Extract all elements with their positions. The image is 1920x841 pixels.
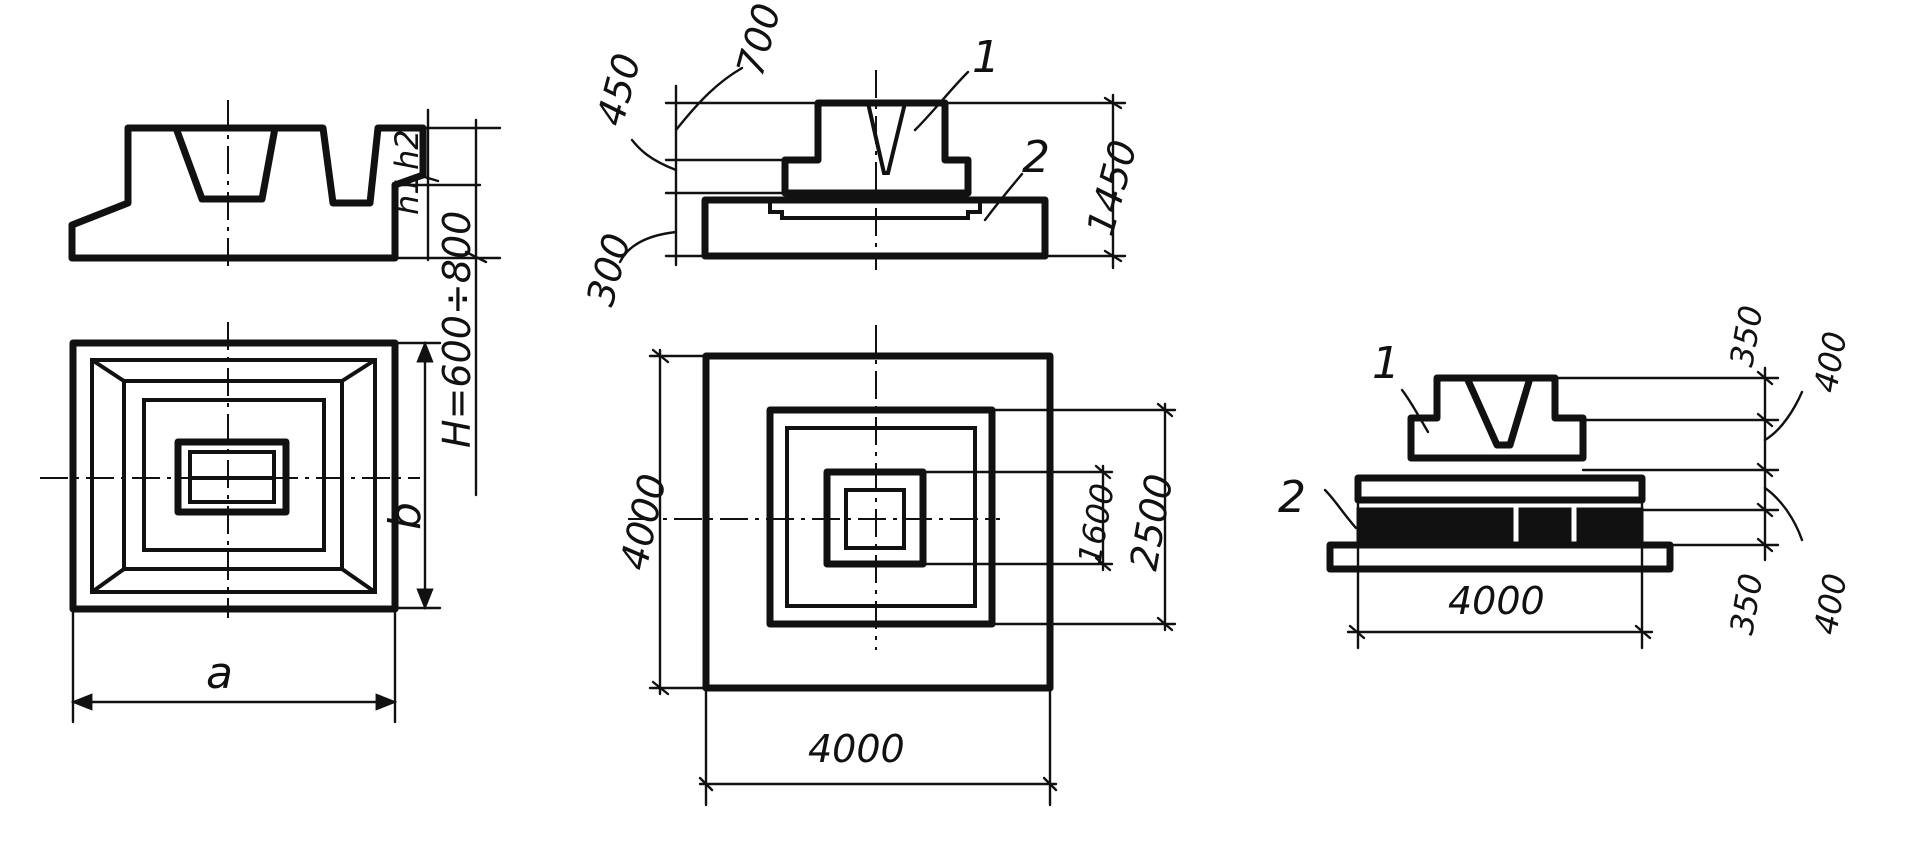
dim-2500: 2500 <box>1122 471 1182 574</box>
right-footing-section: 1 2 350 400 350 400 4000 <box>1278 303 1854 650</box>
middle-lower-slot <box>768 198 982 220</box>
left-footing-plan: a b H=600÷800 <box>40 211 479 724</box>
dim-b: b <box>380 502 431 530</box>
callout-1-right: 1 <box>1372 338 1400 389</box>
dim-4000-bottom: 4000 <box>808 727 905 771</box>
dim-1450: 1450 <box>1078 136 1146 241</box>
left-footing-section: h2 h1 <box>68 100 502 497</box>
dim-450: 450 <box>588 49 649 130</box>
dim-350-top: 350 <box>1722 303 1770 370</box>
right-slab-bottom <box>1326 541 1674 573</box>
right-upper-block <box>1407 374 1587 462</box>
right-slab-middle-left <box>1356 507 1514 547</box>
callout-2-right: 2 <box>1278 472 1306 523</box>
dim-1600: 1600 <box>1070 481 1122 568</box>
right-upper-socket <box>1463 374 1534 449</box>
left-plan-socket <box>142 398 326 552</box>
right-slab-middle-center <box>1518 507 1572 547</box>
middle-plan-upper-outer <box>766 406 996 628</box>
left-plan-top <box>122 379 344 571</box>
dim-h1: h1 <box>388 174 426 215</box>
left-section-socket <box>172 124 279 203</box>
right-slab-middle-right <box>1576 507 1644 547</box>
middle-upper-socket <box>865 101 908 175</box>
right-slab-top <box>1354 474 1646 504</box>
dim-700: 700 <box>728 0 789 80</box>
middle-plan-outer <box>702 352 1054 692</box>
callout-2-top: 2 <box>1022 132 1050 183</box>
dim-4000-left: 4000 <box>612 470 675 574</box>
dim-4000-right: 4000 <box>1448 579 1545 623</box>
callout-1-top: 1 <box>972 32 1000 83</box>
middle-footing-section: 700 450 300 1450 1 2 <box>578 0 1146 310</box>
dim-h2: h2 <box>388 129 426 170</box>
dim-300: 300 <box>578 229 639 310</box>
left-plan-step <box>90 358 377 594</box>
dim-H: H=600÷800 <box>435 211 479 448</box>
left-plan-outer <box>69 339 399 613</box>
dim-400-top: 400 <box>1806 329 1854 396</box>
dim-350-bottom: 350 <box>1722 571 1770 638</box>
dim-400-bottom: 400 <box>1806 571 1854 638</box>
left-section-outline <box>68 124 427 262</box>
middle-upper-block <box>781 99 972 197</box>
middle-plan-upper-inner <box>785 426 977 608</box>
dim-a: a <box>206 648 233 699</box>
middle-footing-plan: 4000 4000 1600 2500 <box>612 325 1182 807</box>
